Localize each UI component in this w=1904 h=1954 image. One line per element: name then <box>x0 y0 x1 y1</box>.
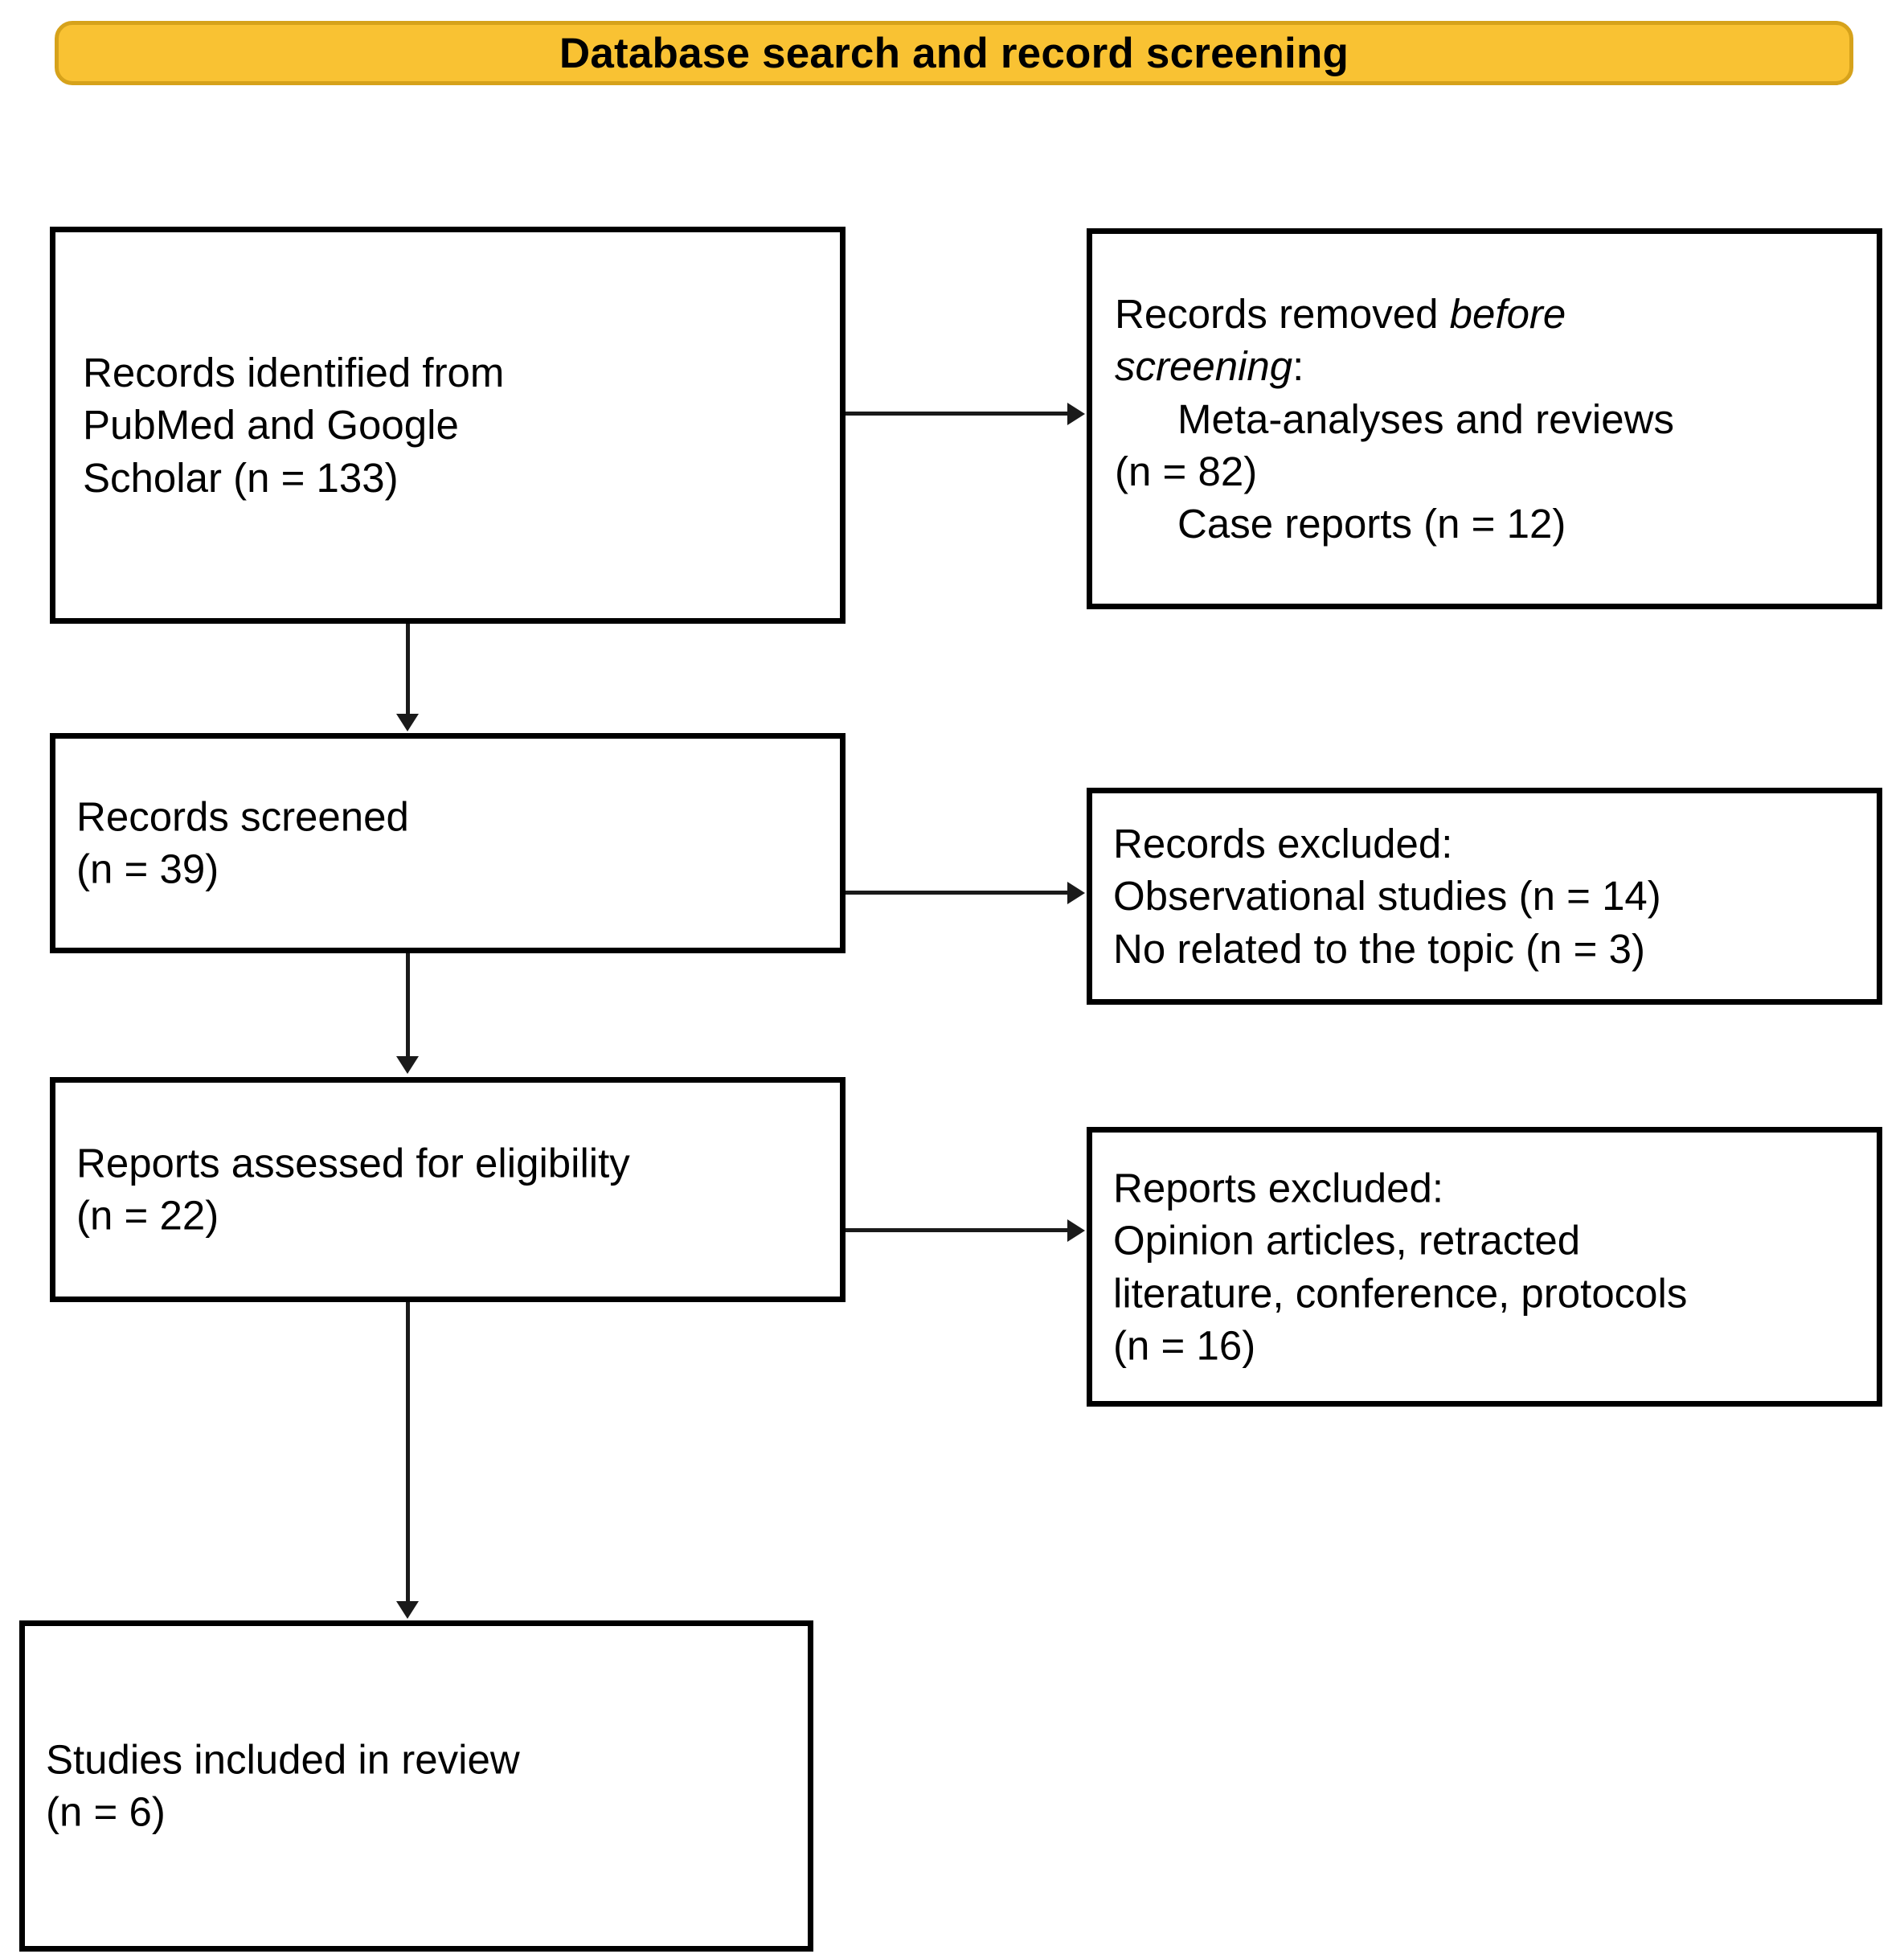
heading-plain: Records removed <box>1115 290 1450 337</box>
node-text-line: (n = 39) <box>76 846 219 892</box>
node-reports-excluded: Reports excluded: Opinion articles, retr… <box>1087 1127 1882 1407</box>
arrow-down-icon <box>396 1056 419 1074</box>
node-text-line: No related to the topic (n = 3) <box>1113 925 1645 972</box>
node-reports-excluded-text: Reports excluded: Opinion articles, retr… <box>1092 1161 1877 1371</box>
arrow-right-icon <box>1067 882 1085 904</box>
node-text-line: (n = 16) <box>1113 1322 1256 1369</box>
node-records-excluded: Records excluded: Observational studies … <box>1087 788 1882 1005</box>
node-text-line: (n = 82) <box>1115 448 1258 494</box>
node-records-identified: Records identified from PubMed and Googl… <box>50 227 846 624</box>
node-text-line: Records screened <box>76 793 409 840</box>
arrow-right-icon <box>1067 1219 1085 1242</box>
node-text-line: PubMed and Google <box>83 402 459 449</box>
node-records-identified-text: Records identified from PubMed and Googl… <box>55 346 840 504</box>
node-text-line: Records excluded: <box>1113 821 1453 867</box>
node-records-screened-text: Records screened (n = 39) <box>55 791 840 896</box>
node-text-line: Case reports (n = 12) <box>1177 500 1566 547</box>
node-text-line: (n = 6) <box>46 1789 166 1835</box>
connector-eligibility-to-included <box>406 1302 410 1603</box>
connector-screened-to-eligibility <box>406 953 410 1058</box>
node-text-line: literature, conference, protocols <box>1113 1270 1688 1316</box>
node-text-line: Reports excluded: <box>1113 1165 1444 1211</box>
node-records-excluded-text: Records excluded: Observational studies … <box>1092 817 1877 975</box>
connector-identified-to-screened <box>406 624 410 715</box>
connector-screened-to-records-excluded <box>846 891 1069 895</box>
node-text-line: Opinion articles, retracted <box>1113 1217 1581 1264</box>
heading-colon: : <box>1292 343 1304 390</box>
arrow-right-icon <box>1067 403 1085 425</box>
arrow-down-icon <box>396 714 419 731</box>
page-title: Database search and record screening <box>559 29 1349 77</box>
node-text-line: Studies included in review <box>46 1736 520 1783</box>
node-heading-line: screening: <box>1115 340 1854 392</box>
diagram-title-banner: Database search and record screening <box>55 21 1853 85</box>
heading-emphasis: screening <box>1115 343 1293 390</box>
connector-eligibility-to-reports-excluded <box>846 1228 1069 1232</box>
node-text-line: Meta-analyses and reviews <box>1177 395 1674 442</box>
node-text-line: Reports assessed for eligibility <box>76 1140 630 1186</box>
heading-emphasis: before <box>1449 290 1566 337</box>
node-text-line: (n = 22) <box>76 1193 219 1239</box>
node-studies-included-in-review: Studies included in review (n = 6) <box>19 1620 813 1952</box>
node-heading-line: Records removed before <box>1115 288 1854 340</box>
node-text-line: Records identified from <box>83 350 505 396</box>
arrow-down-icon <box>396 1601 419 1619</box>
node-studies-included-text: Studies included in review (n = 6) <box>25 1734 808 1839</box>
node-reports-assessed-for-eligibility: Reports assessed for eligibility (n = 22… <box>50 1077 846 1302</box>
node-reports-assessed-text: Reports assessed for eligibility (n = 22… <box>55 1137 840 1243</box>
connector-identified-to-removed <box>846 412 1069 416</box>
node-records-removed-before-screening: Records removed before screening: Meta-a… <box>1087 228 1882 609</box>
node-records-removed-text: Records removed before screening: Meta-a… <box>1092 288 1877 550</box>
node-text-line: Scholar (n = 133) <box>83 454 399 501</box>
node-text-line: Observational studies (n = 14) <box>1113 873 1661 920</box>
node-records-screened: Records screened (n = 39) <box>50 733 846 953</box>
